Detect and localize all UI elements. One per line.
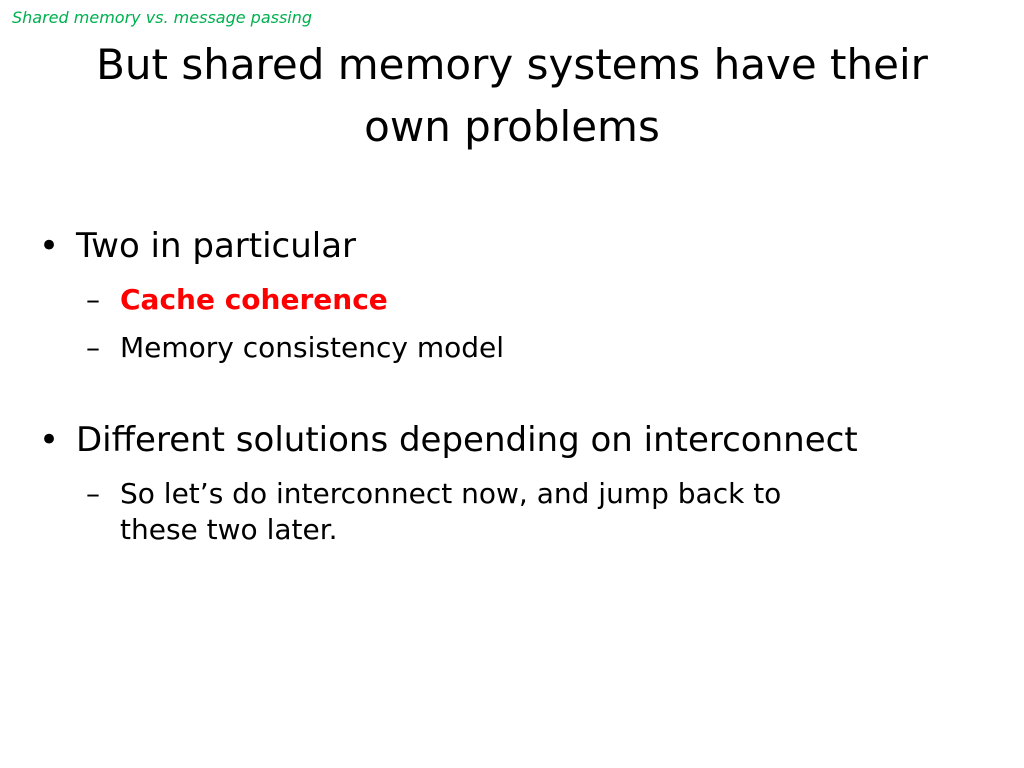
sub-bullet-item: – Cache coherence bbox=[34, 282, 994, 318]
bullet-text: Different solutions depending on interco… bbox=[76, 420, 858, 460]
slide-title-line-2: own problems bbox=[364, 102, 660, 151]
sub-bullet-text-highlighted: Cache coherence bbox=[120, 283, 388, 316]
slide-title-line-1: But shared memory systems have their bbox=[96, 40, 928, 89]
sub-bullet-item: – Memory consistency model bbox=[34, 330, 994, 366]
bullet-text: Two in particular bbox=[76, 226, 357, 266]
bullet-marker-icon: • bbox=[38, 420, 60, 460]
bullet-item: • Two in particular bbox=[34, 222, 994, 270]
dash-marker-icon: – bbox=[86, 283, 100, 316]
sub-bullet-item: – So let’s do interconnect now, and jump… bbox=[34, 476, 994, 548]
spacer bbox=[34, 464, 994, 476]
bullet-list: • Two in particular – Cache coherence – … bbox=[34, 222, 994, 548]
section-label: Shared memory vs. message passing bbox=[12, 8, 313, 27]
dash-marker-icon: – bbox=[86, 477, 100, 510]
spacer bbox=[34, 318, 994, 330]
sub-bullet-text-line-1: So let’s do interconnect now, and jump b… bbox=[120, 477, 782, 510]
spacer bbox=[34, 366, 994, 416]
dash-marker-icon: – bbox=[86, 331, 100, 364]
slide-title: But shared memory systems have their own… bbox=[40, 34, 984, 158]
sub-bullet-text: Memory consistency model bbox=[120, 331, 505, 364]
bullet-item: • Different solutions depending on inter… bbox=[34, 416, 994, 464]
sub-bullet-text-line-2: these two later. bbox=[120, 513, 338, 546]
bullet-marker-icon: • bbox=[38, 226, 60, 266]
spacer bbox=[34, 270, 994, 282]
